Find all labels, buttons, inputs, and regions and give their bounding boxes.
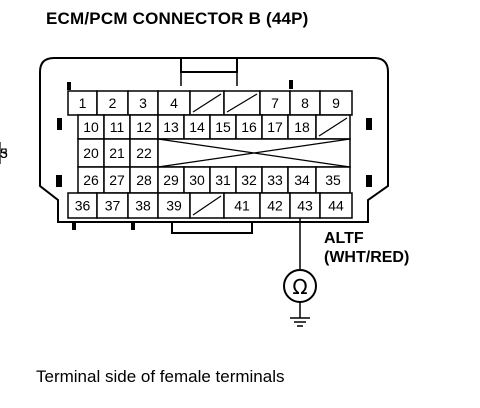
terminal-10 — [77, 114, 105, 140]
terminal-label: 42 — [267, 198, 283, 214]
terminal-30 — [183, 166, 211, 194]
terminal-label: 21 — [109, 145, 125, 161]
terminal-label: 4 — [170, 95, 178, 111]
terminal-label: 23 — [0, 145, 8, 161]
terminal-12 — [129, 114, 159, 140]
terminal-label: 35 — [325, 172, 341, 188]
terminal-label: 27 — [109, 172, 125, 188]
housing-tab — [366, 175, 372, 187]
terminal-label: 28 — [136, 172, 152, 188]
terminal-label: 38 — [135, 198, 151, 214]
housing-tab — [56, 175, 62, 187]
terminal-label: 34 — [294, 172, 310, 188]
terminal-39 — [157, 192, 191, 219]
terminal-label: 16 — [241, 119, 257, 135]
terminal-label: 3 — [139, 95, 147, 111]
terminal-13 — [157, 114, 185, 140]
terminal-label: 1 — [79, 95, 87, 111]
terminal-grid: 1234789101112131415161718202122232526272… — [0, 90, 353, 219]
terminal-27 — [103, 166, 131, 194]
terminal-label: 31 — [215, 172, 231, 188]
terminal-18 — [287, 114, 317, 140]
terminal-label: 15 — [215, 119, 231, 135]
cavity-slash-line — [318, 117, 348, 137]
terminal-label: 43 — [297, 198, 313, 214]
cavity-slash-line — [192, 195, 222, 216]
terminal-label: 33 — [267, 172, 283, 188]
terminal-label: 10 — [83, 119, 99, 135]
connector-housing — [39, 57, 389, 223]
terminal-label: 7 — [271, 95, 279, 111]
connector-latch — [180, 57, 238, 73]
terminal-label: 26 — [83, 172, 99, 188]
terminal-label: 17 — [267, 119, 283, 135]
housing-peg — [289, 80, 293, 89]
cavity-cross-line — [157, 138, 351, 168]
terminal-label: 20 — [83, 145, 99, 161]
terminal-label: 11 — [110, 119, 125, 135]
housing-pin — [131, 222, 135, 230]
view-caption: Terminal side of female terminals — [36, 367, 285, 386]
terminal-42 — [259, 192, 291, 219]
terminal-label: 37 — [105, 198, 121, 214]
terminal-7 — [259, 90, 291, 116]
terminal-9 — [319, 90, 353, 116]
terminal-43 — [289, 192, 321, 219]
housing-tab — [366, 118, 372, 130]
terminal-14 — [183, 114, 211, 140]
ground-symbol-icon — [290, 317, 310, 327]
cavity-slash-line — [192, 93, 222, 113]
terminal-41 — [223, 192, 261, 219]
ohm-symbol: Ω — [292, 275, 307, 299]
terminal-label: 44 — [328, 198, 344, 214]
wire-name: ALTF — [324, 230, 364, 247]
housing-tab — [57, 118, 62, 130]
terminal-label: 8 — [301, 95, 309, 111]
housing-pin — [72, 222, 76, 230]
terminal-label: 39 — [166, 198, 182, 214]
wire-label: ALTF (WHT/RED) — [324, 229, 409, 267]
terminal-15 — [209, 114, 237, 140]
terminal-44 — [319, 192, 353, 219]
terminal-label: 29 — [163, 172, 179, 188]
terminal-label: 41 — [234, 198, 250, 214]
terminal-label: 25 — [0, 145, 8, 161]
terminal-17 — [261, 114, 289, 140]
terminal-16 — [235, 114, 263, 140]
connector-key — [171, 221, 253, 234]
terminal-label: 32 — [241, 172, 257, 188]
terminal-label: 13 — [163, 119, 179, 135]
housing-peg — [67, 82, 71, 90]
terminal-label: 36 — [75, 198, 91, 214]
terminal-label: 2 — [109, 95, 117, 111]
terminal-label: 9 — [332, 95, 340, 111]
wire-color: (WHT/RED) — [324, 249, 410, 266]
terminal-label: 14 — [189, 119, 205, 135]
terminal-label: 12 — [136, 119, 152, 135]
terminal-26 — [77, 166, 105, 194]
diagram-title: ECM/PCM CONNECTOR B (44P) — [46, 9, 309, 28]
terminal-label: 22 — [136, 145, 152, 161]
cavity-slash-line — [226, 93, 258, 113]
terminal-label: 30 — [189, 172, 205, 188]
terminal-label: 18 — [294, 119, 310, 135]
